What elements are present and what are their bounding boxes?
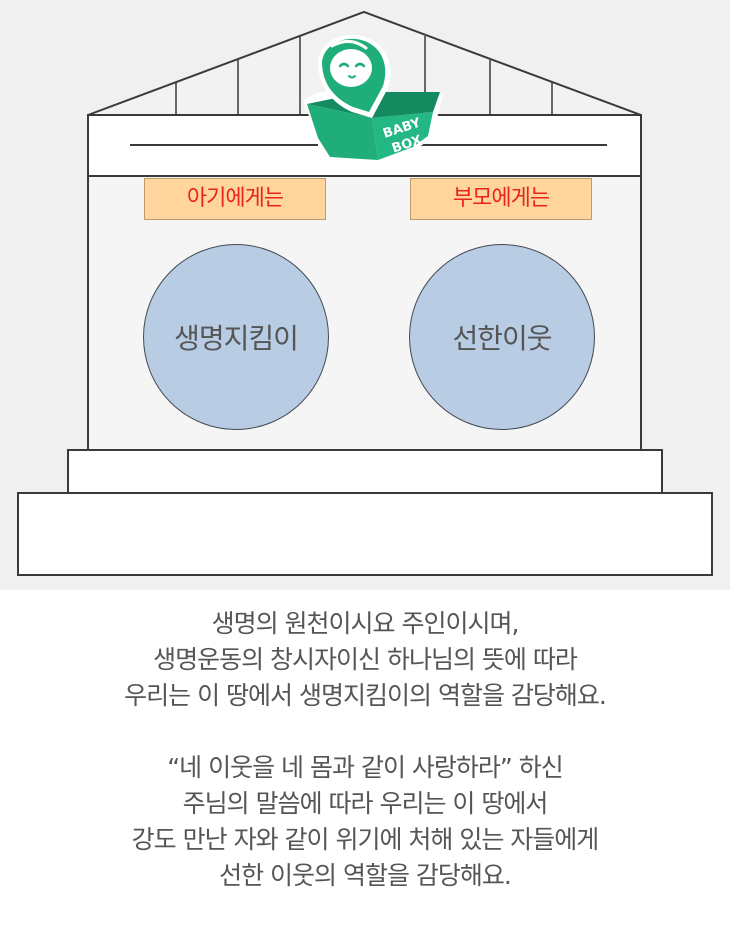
label-for-parents: 부모에게는 — [410, 178, 592, 220]
paragraph-2-line: 강도 만난 자와 같이 위기에 처해 있는 자들에게 — [131, 825, 600, 854]
paragraph-2-line: 선한 이웃의 역할을 감당해요. — [219, 861, 512, 890]
paragraph-1-line: 생명의 원천이시요 주인이시며, — [211, 609, 520, 638]
paragraph-2-line: 주님의 말씀에 따라 우리는 이 땅에서 — [182, 789, 549, 818]
paragraph-1-line: 우리는 이 땅에서 생명지킴이의 역할을 감당해요. — [124, 681, 607, 710]
paragraph-good-neighbor: “네 이웃을 네 몸과 같이 사랑하라” 하신 주님의 말씀에 따라 우리는 이… — [0, 750, 730, 894]
baby-box-logo: BABY BOX — [303, 34, 443, 162]
circle-life-guardian: 생명지킴이 — [143, 244, 329, 430]
logo-box-front-left — [307, 104, 378, 160]
logo-baby — [318, 34, 391, 118]
lower-step — [17, 492, 713, 576]
paragraph-1-line: 생명운동의 창시자이신 하나님의 뜻에 따라 — [153, 645, 578, 674]
illustration-area: BABY BOX 아기에게는 부모에게는 생명지킴이 선한이웃 — [0, 0, 730, 590]
paragraph-2-line: “네 이웃을 네 몸과 같이 사랑하라” 하신 — [167, 753, 564, 782]
upper-step — [67, 449, 663, 494]
label-for-babies: 아기에게는 — [144, 178, 326, 220]
circle-good-neighbor: 선한이웃 — [409, 244, 595, 430]
logo-box-front-right — [372, 112, 433, 160]
building-illustration: BABY BOX — [17, 10, 713, 576]
paragraph-life-guardian: 생명의 원천이시요 주인이시며, 생명운동의 창시자이신 하나님의 뜻에 따라 … — [0, 606, 730, 714]
